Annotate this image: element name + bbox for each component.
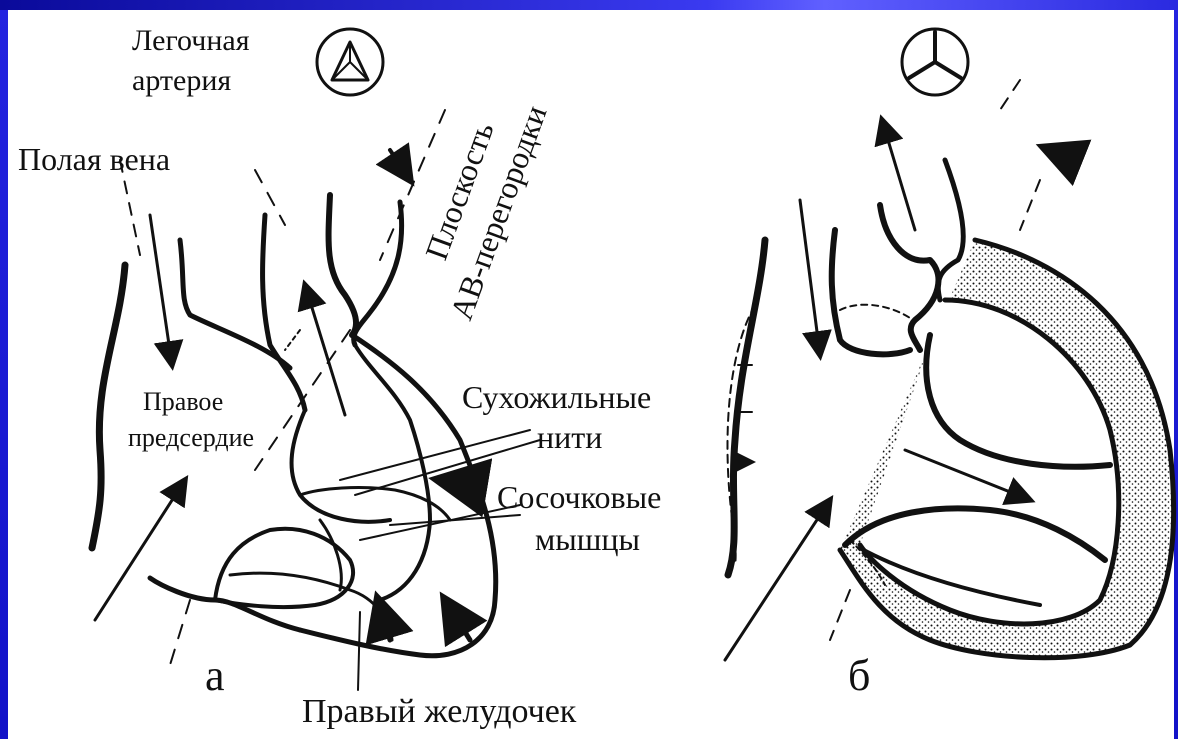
label-right-atrium-line1: Правое — [143, 387, 223, 416]
label-vena-cava: Полая вена — [18, 141, 170, 177]
label-chordae-line1: Сухожильные — [462, 379, 651, 415]
panel-b-drawing — [725, 29, 1174, 660]
label-chordae-line2: нити — [537, 419, 602, 455]
label-panel-b: б — [848, 651, 870, 700]
label-pulmonary-artery-line2: артерия — [132, 64, 231, 97]
label-right-atrium-line2: предсердие — [128, 423, 254, 452]
valve-closed-icon — [902, 29, 968, 95]
label-papillary-line1: Сосочковые — [497, 479, 661, 515]
valve-open-icon — [317, 29, 383, 95]
label-pulmonary-artery-line1: Легочная — [132, 24, 250, 57]
label-papillary-line2: мышцы — [535, 521, 640, 557]
label-right-ventricle: Правый желудочек — [302, 693, 577, 730]
label-panel-a: а — [205, 651, 225, 700]
